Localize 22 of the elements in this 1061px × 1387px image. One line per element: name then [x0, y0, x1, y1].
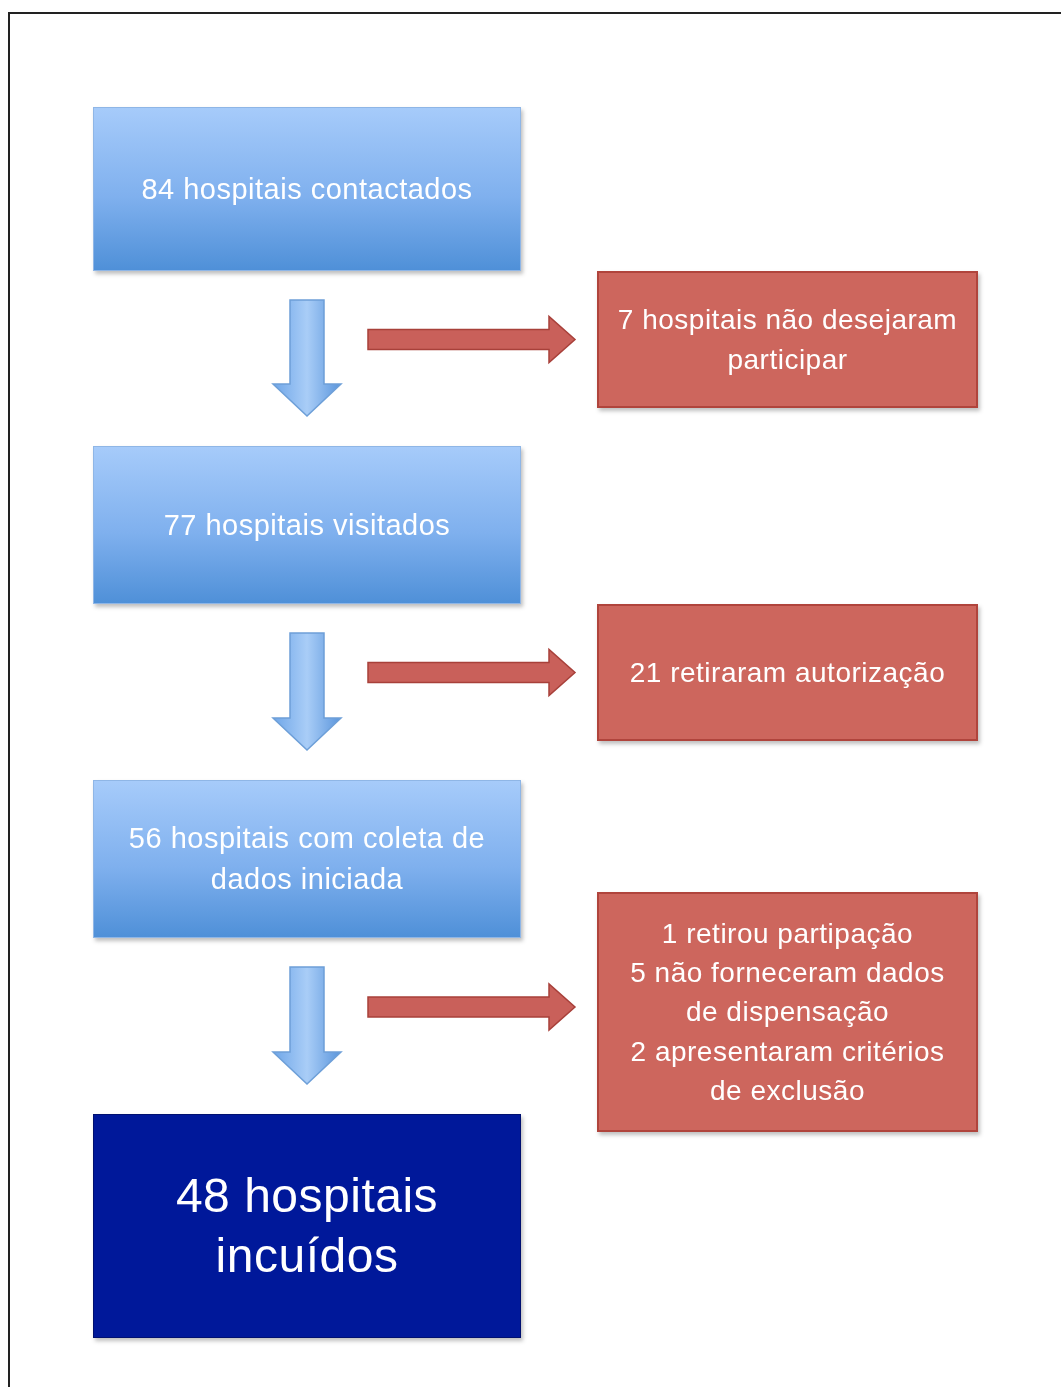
box-text: 21 retiraram autorização — [629, 655, 946, 690]
box-text: 56 hospitais com coleta de dados iniciada — [127, 821, 487, 897]
process-box — [93, 446, 521, 604]
process-box — [93, 1114, 521, 1338]
box-text: 2 apresentaram critérios de exclusão — [629, 1034, 946, 1108]
block-arrow — [367, 314, 577, 365]
block-arrow — [271, 632, 343, 752]
block-arrow — [367, 647, 577, 698]
process-box — [597, 271, 978, 408]
box-text: 1 retirou partipação — [661, 917, 914, 952]
block-arrow — [271, 299, 343, 418]
box-text: 48 hospitais incuídos — [174, 1168, 440, 1284]
box-text: 84 hospitais contactados — [141, 171, 473, 207]
process-box — [597, 892, 978, 1132]
process-box — [93, 780, 521, 938]
box-text: 5 não forneceram dados de dispensação — [629, 956, 946, 1030]
block-arrow — [271, 966, 343, 1086]
box-text: 7 hospitais não desejaram participar — [616, 303, 959, 377]
block-arrow — [367, 982, 577, 1032]
process-box — [93, 107, 521, 271]
process-box — [597, 604, 978, 741]
box-text: 77 hospitais visitados — [163, 507, 451, 543]
